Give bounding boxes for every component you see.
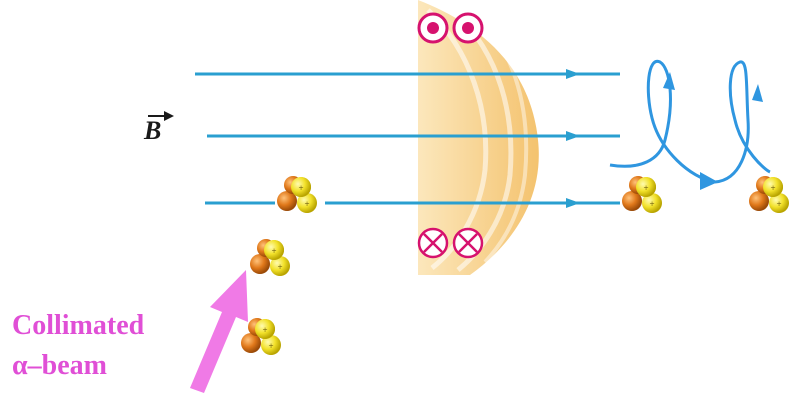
beam-label-line1: Collimated [12,310,145,341]
cross-in-circle-icon [417,227,449,259]
alpha-particle [749,176,789,213]
helix-arrowhead-left [663,72,675,90]
helical-path [609,59,771,190]
helix-arrowhead-bottom [700,172,718,190]
magnetic-field-label: B [144,116,162,145]
field-lines [195,69,620,208]
cross-in-circle-icon [452,227,484,259]
helix-arrowhead-right [752,84,763,102]
beam-arrow [190,270,248,393]
field-arrowhead-middle [566,131,580,141]
into-page-icons [417,227,484,259]
field-arrowhead-bottom [566,198,580,208]
alpha-particle [277,176,317,213]
dot-in-circle-icon [452,12,484,44]
vector-arrow-icon [148,111,174,121]
dot-in-circle-icon [417,12,449,44]
field-arrowhead-top [566,69,580,79]
beam-label-line2: α–beam [12,350,107,381]
alpha-particle [622,176,662,213]
alpha-particle [241,318,281,355]
alpha-particle [250,239,290,276]
out-of-page-icons [417,12,484,44]
beam-label: Collimated α–beam [12,306,144,386]
